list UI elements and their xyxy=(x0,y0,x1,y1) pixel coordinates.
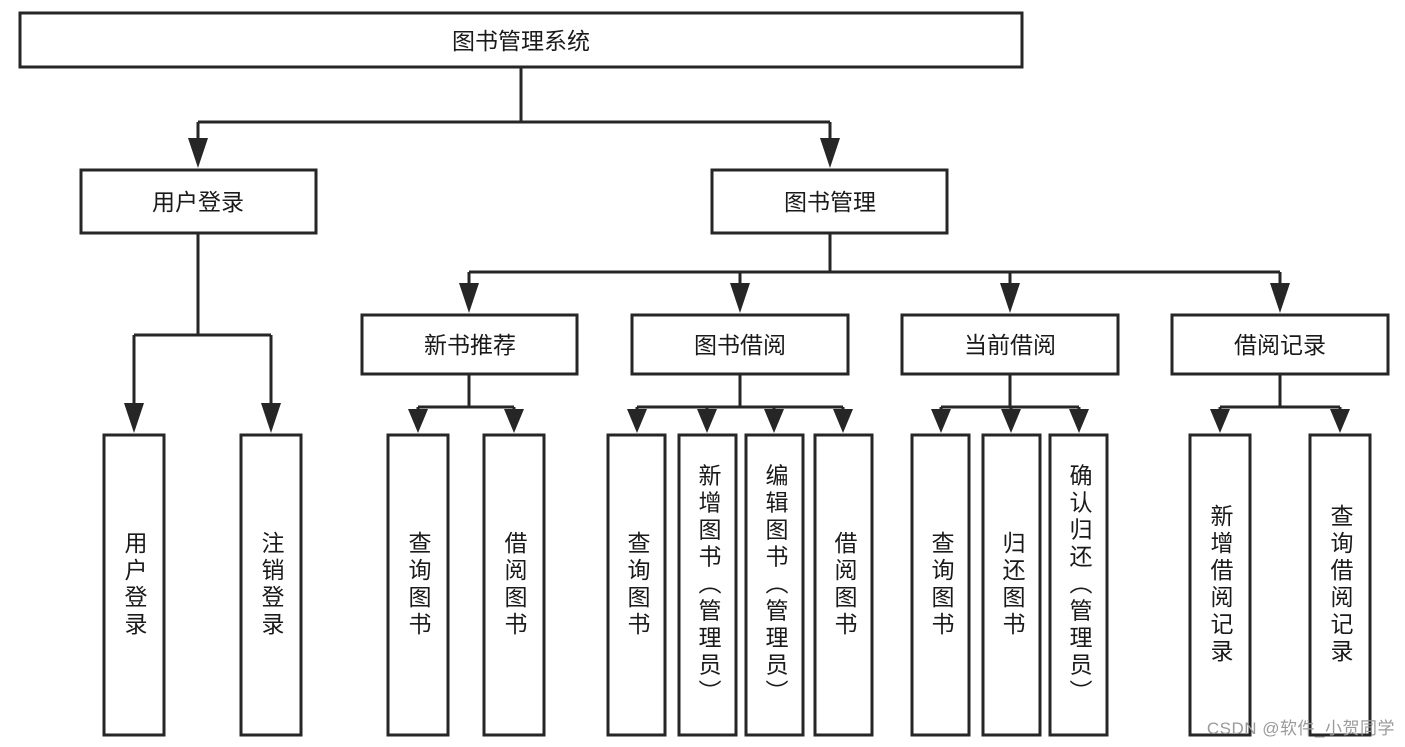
arrow-head-icon xyxy=(730,283,750,313)
node-leaf-borrow-book-2-box[interactable] xyxy=(813,433,874,737)
node-leaf-borrow-book-1[interactable]: 借阅图书 xyxy=(482,433,546,737)
node-new-book-rec-box[interactable] xyxy=(360,313,579,376)
node-leaf-add-borrow-record-label: 新增借阅记录 xyxy=(1207,504,1234,666)
node-leaf-query-book-3[interactable]: 查询图书 xyxy=(910,433,971,737)
node-leaf-return-book-box[interactable] xyxy=(981,433,1042,737)
node-leaf-add-book-admin[interactable]: 新增图书（管理员） xyxy=(677,433,738,737)
node-leaf-confirm-return-admin-box[interactable] xyxy=(1048,433,1109,737)
node-current-borrow-box[interactable] xyxy=(900,313,1120,376)
node-leaf-user-logout-box[interactable] xyxy=(239,433,303,737)
node-leaf-edit-book-admin[interactable]: 编辑图书（管理员） xyxy=(744,433,805,737)
node-borrow-record-box[interactable] xyxy=(1170,313,1390,376)
connector-borrowrecord-to-leaves xyxy=(1210,374,1350,433)
node-leaf-borrow-book-2[interactable]: 借阅图书 xyxy=(813,433,874,737)
node-new-book-rec[interactable]: 新书推荐 xyxy=(360,313,579,376)
node-leaf-query-book-3-box[interactable] xyxy=(910,433,971,737)
node-leaf-edit-book-admin-label: 编辑图书（管理员） xyxy=(762,464,789,707)
node-leaf-query-book-1-box[interactable] xyxy=(386,433,450,737)
node-new-book-rec-label: 新书推荐 xyxy=(424,332,516,358)
arrow-head-icon xyxy=(124,403,144,433)
node-leaf-query-book-1-label: 查询图书 xyxy=(405,531,432,639)
connector-bookmanage-to-level3 xyxy=(459,233,1290,313)
node-user-login-label: 用户登录 xyxy=(152,189,244,215)
connector-newbook-to-leaves xyxy=(408,374,524,433)
arrow-head-icon xyxy=(504,409,524,433)
connector-root-to-level2 xyxy=(188,67,840,168)
node-current-borrow-label: 当前借阅 xyxy=(964,332,1056,358)
node-root-system-box[interactable] xyxy=(18,11,1024,69)
arrow-head-icon xyxy=(1000,283,1020,313)
node-leaf-add-book-admin-box[interactable] xyxy=(677,433,738,737)
node-leaf-user-logout[interactable]: 注销登录 xyxy=(239,433,303,737)
node-user-login-box[interactable] xyxy=(79,168,318,235)
arrow-head-icon xyxy=(833,409,853,433)
node-leaf-query-borrow-record-label: 查询借阅记录 xyxy=(1327,504,1354,666)
node-leaf-return-book-label: 归还图书 xyxy=(999,531,1026,639)
arrow-head-icon xyxy=(1330,409,1350,433)
arrow-head-icon xyxy=(1210,409,1230,433)
node-leaf-add-borrow-record-box[interactable] xyxy=(1188,433,1252,737)
node-book-borrow-label: 图书借阅 xyxy=(694,332,786,358)
node-leaf-confirm-return-admin[interactable]: 确认归还（管理员） xyxy=(1048,433,1109,737)
arrow-head-icon xyxy=(764,409,784,433)
arrow-head-icon xyxy=(188,138,208,168)
node-leaf-add-book-admin-label: 新增图书（管理员） xyxy=(695,464,722,707)
node-leaf-query-borrow-record[interactable]: 查询借阅记录 xyxy=(1308,433,1372,737)
connector-currentborrow-to-leaves xyxy=(931,374,1089,433)
connector-bookborrow-to-leaves xyxy=(627,374,853,433)
node-leaf-query-borrow-record-box[interactable] xyxy=(1308,433,1372,737)
node-book-manage[interactable]: 图书管理 xyxy=(710,168,949,235)
node-leaf-confirm-return-admin-label: 确认归还（管理员） xyxy=(1066,464,1093,707)
node-leaf-return-book[interactable]: 归还图书 xyxy=(981,433,1042,737)
node-user-login[interactable]: 用户登录 xyxy=(79,168,318,235)
connector-userlogin-to-leaves xyxy=(124,233,281,433)
arrow-head-icon xyxy=(1001,409,1021,433)
node-root-system-label: 图书管理系统 xyxy=(452,28,590,54)
node-current-borrow[interactable]: 当前借阅 xyxy=(900,313,1120,376)
node-leaf-add-borrow-record[interactable]: 新增借阅记录 xyxy=(1188,433,1252,737)
node-root-system[interactable]: 图书管理系统 xyxy=(18,11,1024,69)
node-leaf-user-login-label: 用户登录 xyxy=(121,531,148,639)
arrow-head-icon xyxy=(697,409,717,433)
node-borrow-record[interactable]: 借阅记录 xyxy=(1170,313,1390,376)
node-leaf-query-book-3-label: 查询图书 xyxy=(928,531,955,639)
arrow-head-icon xyxy=(627,409,647,433)
node-leaf-edit-book-admin-box[interactable] xyxy=(744,433,805,737)
arrow-head-icon xyxy=(931,409,951,433)
arrow-head-icon xyxy=(261,403,281,433)
node-borrow-record-label: 借阅记录 xyxy=(1234,332,1326,358)
node-book-borrow[interactable]: 图书借阅 xyxy=(630,313,850,376)
node-leaf-user-login[interactable]: 用户登录 xyxy=(102,433,166,737)
node-leaf-query-book-2-box[interactable] xyxy=(606,433,667,737)
node-book-manage-label: 图书管理 xyxy=(784,189,876,215)
node-leaf-borrow-book-1-box[interactable] xyxy=(482,433,546,737)
arrow-head-icon xyxy=(459,283,479,313)
arrow-head-icon xyxy=(820,138,840,168)
node-leaf-user-logout-label: 注销登录 xyxy=(258,531,285,639)
node-leaf-query-book-2-label: 查询图书 xyxy=(624,531,651,639)
node-leaf-borrow-book-2-label: 借阅图书 xyxy=(831,531,858,639)
node-leaf-user-login-box[interactable] xyxy=(102,433,166,737)
arrow-head-icon xyxy=(408,409,428,433)
arrow-head-icon xyxy=(1069,409,1089,433)
node-leaf-borrow-book-1-label: 借阅图书 xyxy=(501,531,528,639)
node-leaf-query-book-1[interactable]: 查询图书 xyxy=(386,433,450,737)
node-book-borrow-box[interactable] xyxy=(630,313,850,376)
node-leaf-query-book-2[interactable]: 查询图书 xyxy=(606,433,667,737)
node-book-manage-box[interactable] xyxy=(710,168,949,235)
arrow-head-icon xyxy=(1270,283,1290,313)
